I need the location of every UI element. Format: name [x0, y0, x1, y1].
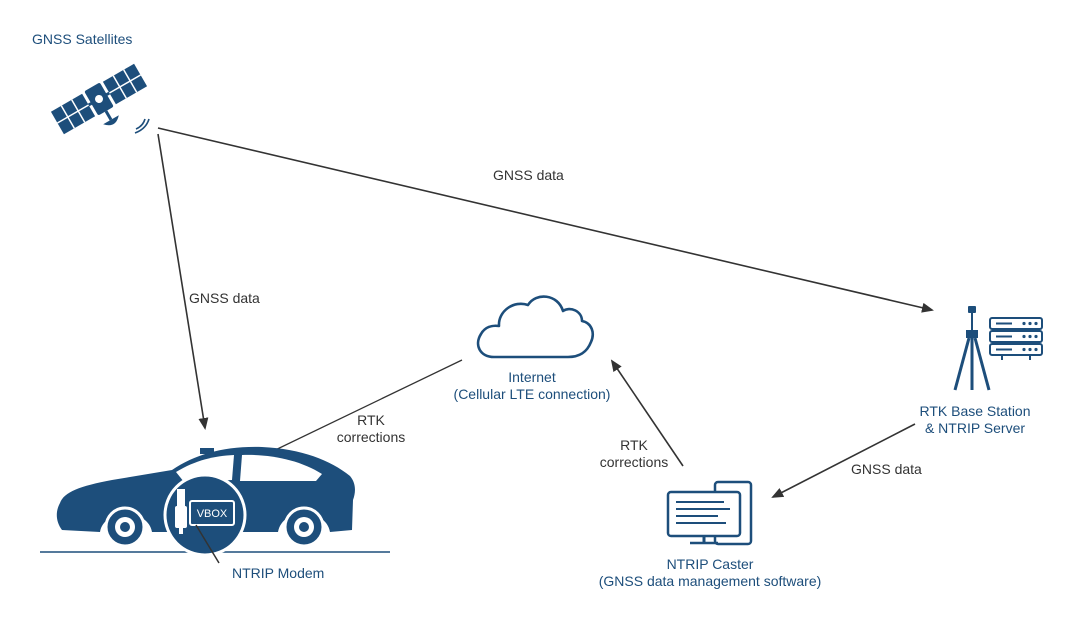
- vbox-label: VBOX: [197, 508, 228, 520]
- edge-label-internet-line1: RTK: [357, 412, 385, 428]
- edge-label-sat-to-car: GNSS data: [189, 290, 260, 306]
- satellite-icon: [50, 63, 148, 135]
- caster-label: NTRIP Caster (GNSS data management softw…: [590, 556, 830, 590]
- signal-waves-icon: [134, 118, 150, 134]
- edge-label-caster-line2: corrections: [599, 454, 669, 470]
- arrow-sat-to-base: [157, 127, 934, 313]
- server-rack-icon: [989, 317, 1043, 360]
- edge-label-base-to-caster: GNSS data: [851, 461, 922, 477]
- cloud-icon: [476, 295, 594, 359]
- arrow-caster-to-internet: [610, 359, 684, 467]
- modem-magnifier: VBOX: [163, 473, 247, 564]
- base-station-label-line2: & NTRIP Server: [924, 420, 1026, 436]
- car-icon: [56, 446, 355, 548]
- arrow-sat-to-car: [157, 133, 209, 430]
- edge-label-internet-to-car: RTK corrections: [326, 412, 416, 446]
- edge-label-sat-to-base: GNSS data: [493, 167, 564, 183]
- satellite-label: GNSS Satellites: [32, 31, 133, 47]
- edge-label-internet-line2: corrections: [336, 429, 406, 445]
- caster-label-line2: (GNSS data management software): [598, 573, 822, 589]
- tripod-icon: [953, 306, 991, 391]
- internet-label: Internet (Cellular LTE connection): [432, 369, 632, 403]
- base-station-label-line1: RTK Base Station: [919, 403, 1031, 419]
- internet-label-line1: Internet: [508, 369, 556, 385]
- caster-label-line1: NTRIP Caster: [666, 556, 754, 572]
- edge-label-caster-to-internet: RTK corrections: [594, 437, 674, 471]
- edge-label-caster-line1: RTK: [620, 437, 648, 453]
- modem-label: NTRIP Modem: [232, 565, 325, 581]
- arrow-base-to-caster: [771, 423, 916, 498]
- base-station-label: RTK Base Station & NTRIP Server: [905, 403, 1045, 437]
- computer-monitor-icon: [666, 480, 753, 546]
- internet-label-line2: (Cellular LTE connection): [453, 386, 611, 402]
